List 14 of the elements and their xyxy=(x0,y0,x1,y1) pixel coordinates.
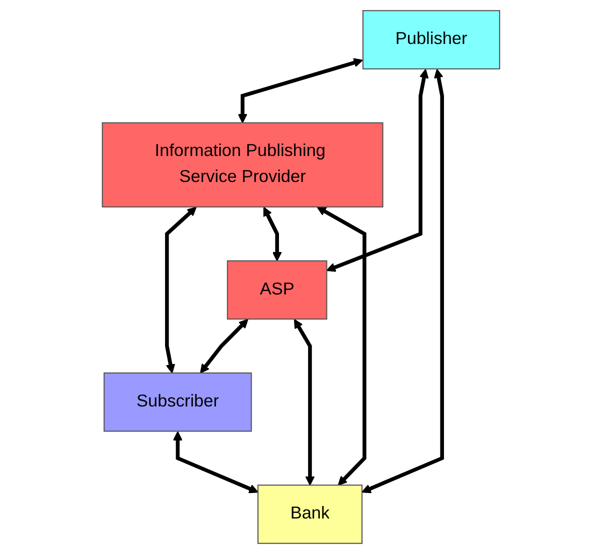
node-box: ASP xyxy=(226,260,328,320)
arrow xyxy=(238,58,363,123)
arrow xyxy=(172,430,258,493)
arrow xyxy=(263,206,282,261)
arrow xyxy=(165,206,197,373)
arrow xyxy=(200,318,248,373)
arrow xyxy=(326,68,429,272)
node-box: Bank xyxy=(257,484,363,544)
node-box: Subscriber xyxy=(104,372,252,432)
arrow xyxy=(362,68,444,493)
arrow xyxy=(316,206,366,486)
arrow xyxy=(294,318,315,486)
node-box: Information Publishing Service Provider xyxy=(102,122,384,207)
node-box: Publisher xyxy=(362,10,500,69)
